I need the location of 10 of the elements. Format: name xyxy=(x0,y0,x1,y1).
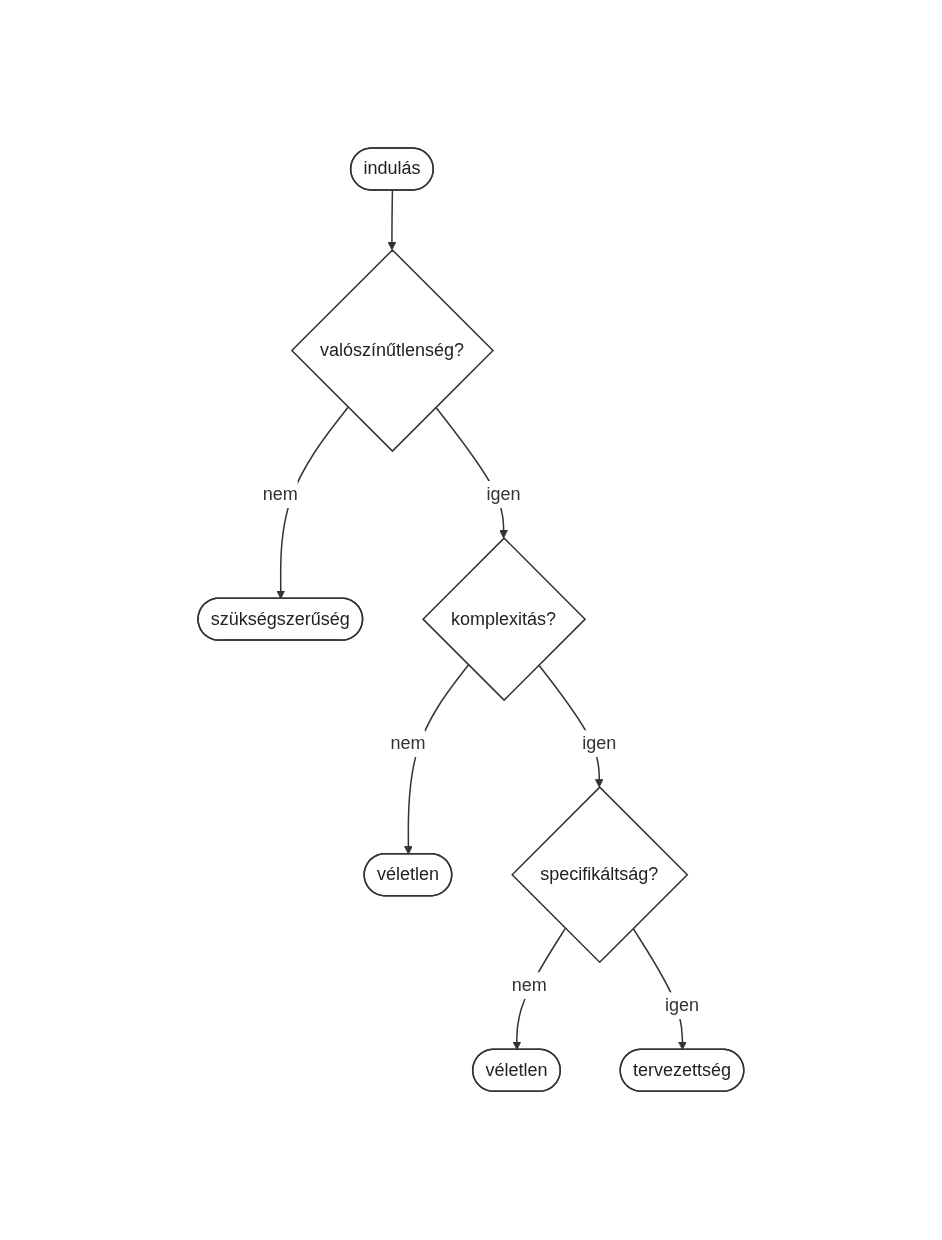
node-diamond: specifikáltság? xyxy=(511,786,689,964)
arrow xyxy=(387,190,397,251)
edge-label: nem xyxy=(511,975,547,996)
edge-label: nem xyxy=(390,733,426,754)
edge-label: igen xyxy=(582,733,617,754)
edge-label: nem xyxy=(262,484,298,505)
node-diamond: komplexitás? xyxy=(422,537,587,702)
edge-label: igen xyxy=(665,995,700,1016)
node-diamond: valószínűtlenség? xyxy=(290,249,495,453)
edge-label: igen xyxy=(486,484,521,505)
